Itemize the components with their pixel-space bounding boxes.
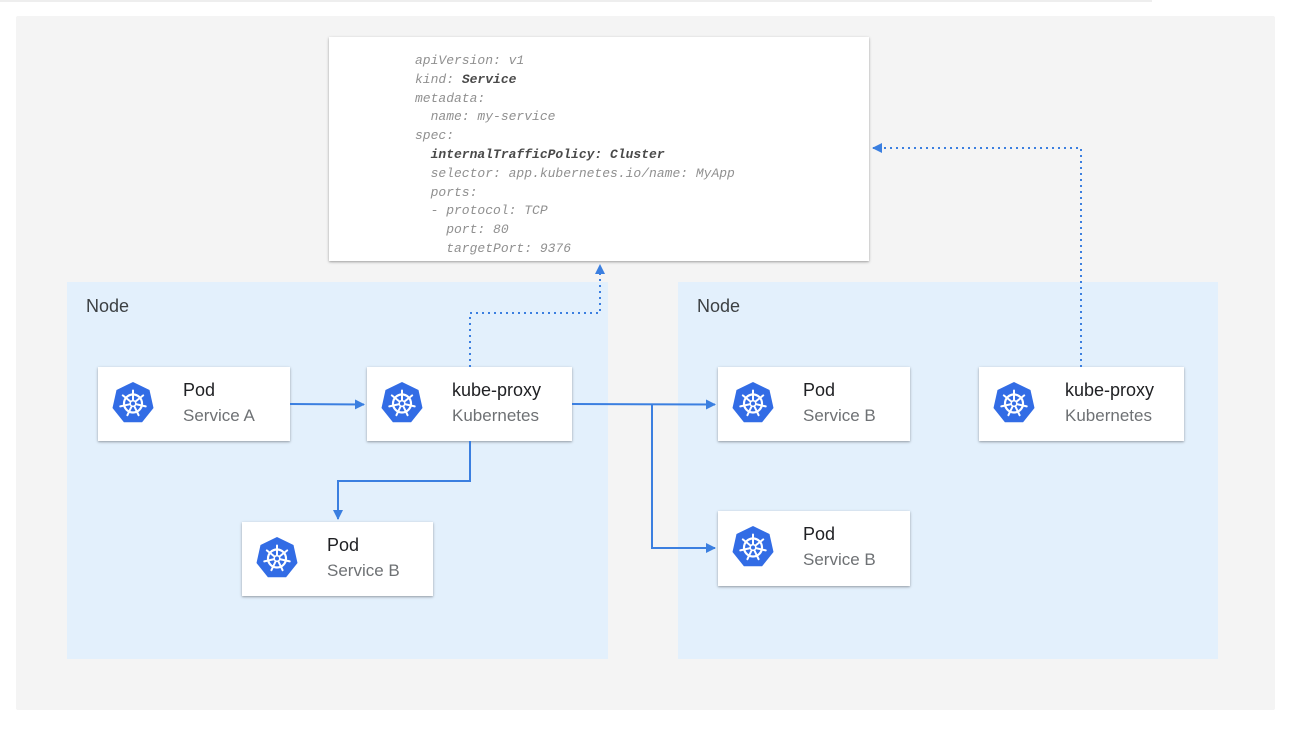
card-subtitle: Service A [183, 406, 255, 425]
arrow-kube-proxy-to-right-pod-bottom [651, 404, 716, 553]
node-right: Node [678, 282, 1218, 659]
node-right-label: Node [697, 296, 741, 316]
yaml-line: apiVersion: v1 [415, 53, 525, 68]
arrow-pod-a-to-kube-proxy [289, 399, 365, 410]
arrow-kube-proxy-to-right-pod-top [571, 399, 716, 410]
dotted-arrow-left-proxy-to-manifest [469, 264, 605, 367]
node-left: Node [67, 282, 608, 659]
pod-service-b-right-top-card: Pod Service B [718, 367, 910, 441]
yaml-line: name: my-service [415, 109, 556, 125]
service-manifest-code: apiVersion: v1 kind: Service metadata: n… [415, 52, 735, 259]
arrow-kube-proxy-to-left-pod-b [333, 441, 471, 520]
kube-proxy-left-card: kube-proxy Kubernetes [367, 367, 572, 441]
yaml-line: kind: [415, 71, 462, 87]
pod-service-b-right-bottom-card: Pod Service B [718, 511, 910, 586]
node-left-label: Node [86, 296, 130, 316]
card-title: Pod [803, 380, 836, 400]
top-divider [0, 0, 1152, 2]
yaml-internal-traffic-policy: internalTrafficPolicy: Cluster [415, 146, 665, 162]
card-subtitle: Kubernetes [1065, 406, 1152, 425]
service-manifest-card: apiVersion: v1 kind: Service metadata: n… [329, 37, 869, 261]
yaml-line: ports: [415, 184, 478, 200]
card-title: Pod [803, 524, 836, 544]
yaml-line: spec: [415, 128, 455, 144]
card-title: kube-proxy [1065, 380, 1155, 400]
yaml-kind-value: Service [461, 71, 517, 87]
pod-service-a-card: Pod Service A [98, 367, 290, 441]
yaml-line: selector: app.kubernetes.io/name: MyApp [415, 165, 735, 181]
yaml-line: metadata: [415, 90, 486, 106]
pod-service-b-left-card: Pod Service B [242, 522, 433, 596]
dotted-arrow-right-proxy-to-manifest [872, 143, 1082, 367]
card-title: Pod [183, 380, 216, 400]
yaml-line: port: 80 [415, 222, 509, 238]
card-subtitle: Service B [327, 561, 400, 580]
card-subtitle: Service B [803, 406, 876, 425]
kube-proxy-right-card: kube-proxy Kubernetes [979, 367, 1184, 441]
card-subtitle: Kubernetes [452, 406, 539, 425]
card-title: kube-proxy [452, 380, 542, 400]
yaml-line: targetPort: 9376 [415, 240, 572, 256]
card-title: Pod [327, 535, 360, 555]
card-subtitle: Service B [803, 550, 876, 569]
yaml-line: - protocol: TCP [415, 203, 548, 219]
